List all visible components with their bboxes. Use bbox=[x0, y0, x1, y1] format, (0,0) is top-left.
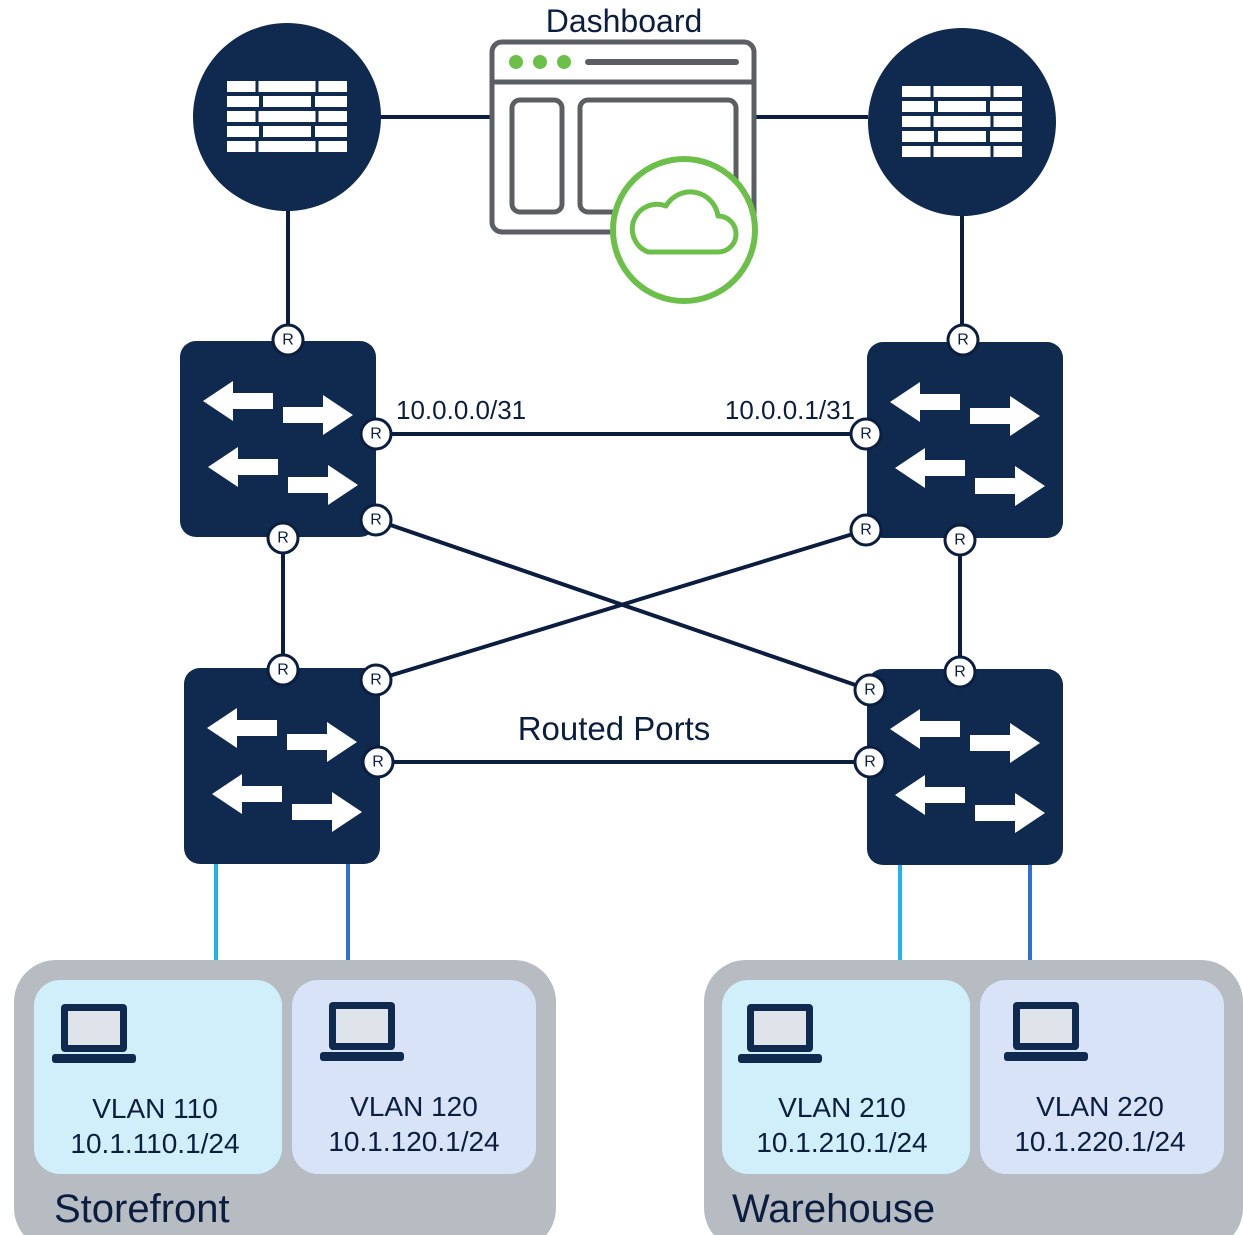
port-marker-label: R bbox=[370, 512, 382, 529]
routed-port-markers: R R R R R R R R R R R R R R bbox=[266, 323, 980, 779]
laptop-icon bbox=[738, 1004, 822, 1063]
wires bbox=[281, 115, 964, 764]
switch-access-right bbox=[867, 669, 1063, 865]
vlan-subnet: 10.1.120.1/24 bbox=[328, 1126, 499, 1157]
vlan-220-box: VLAN 220 10.1.220.1/24 bbox=[980, 980, 1224, 1174]
vlan-210-box: VLAN 210 10.1.210.1/24 bbox=[722, 980, 970, 1174]
core-right-ip-label: 10.0.0.1/31 bbox=[725, 395, 855, 425]
vlan-subnet: 10.1.110.1/24 bbox=[70, 1128, 239, 1159]
vlan-name: VLAN 210 bbox=[778, 1092, 906, 1123]
vlan-subnet: 10.1.220.1/24 bbox=[1014, 1126, 1185, 1157]
port-marker-label: R bbox=[277, 530, 289, 547]
port-marker-label: R bbox=[370, 672, 382, 689]
core-left-ip-label: 10.0.0.0/31 bbox=[396, 395, 526, 425]
firewall-left bbox=[193, 23, 381, 211]
switch-access-left bbox=[184, 668, 380, 864]
port-marker-label: R bbox=[277, 662, 289, 679]
port-marker-label: R bbox=[860, 522, 872, 539]
vlan-110-box: VLAN 110 10.1.110.1/24 bbox=[34, 980, 282, 1174]
warehouse-label: Warehouse bbox=[732, 1187, 935, 1231]
vlan-subnet: 10.1.210.1/24 bbox=[756, 1127, 927, 1158]
port-marker-label: R bbox=[860, 426, 872, 443]
laptop-icon bbox=[1004, 1002, 1088, 1061]
port-marker-label: R bbox=[864, 682, 876, 699]
firewall-right bbox=[868, 28, 1056, 216]
dashboard-label: Dashboard bbox=[546, 3, 703, 39]
laptop-icon bbox=[52, 1004, 136, 1063]
vlan-name: VLAN 110 bbox=[92, 1093, 218, 1124]
port-marker-label: R bbox=[370, 426, 382, 443]
vlan-name: VLAN 220 bbox=[1036, 1091, 1164, 1122]
port-marker-label: R bbox=[372, 754, 384, 771]
port-marker-label: R bbox=[282, 332, 294, 349]
dashboard-icon bbox=[489, 39, 758, 304]
vlan-120-box: VLAN 120 10.1.120.1/24 bbox=[292, 980, 536, 1174]
port-marker-label: R bbox=[957, 332, 969, 349]
site-warehouse: VLAN 210 10.1.210.1/24 VLAN 220 10.1.220… bbox=[704, 960, 1243, 1235]
routed-ports-label: Routed Ports bbox=[518, 710, 711, 747]
switch-core-left bbox=[180, 341, 376, 537]
storefront-label: Storefront bbox=[54, 1187, 230, 1231]
site-storefront: VLAN 110 10.1.110.1/24 VLAN 120 10.1.120… bbox=[14, 960, 556, 1235]
vlan-name: VLAN 120 bbox=[350, 1091, 478, 1122]
port-marker-label: R bbox=[864, 754, 876, 771]
cloud-icon bbox=[629, 189, 739, 255]
port-marker-label: R bbox=[954, 532, 966, 549]
switch-core-right bbox=[867, 342, 1063, 538]
port-marker-label: R bbox=[954, 664, 966, 681]
laptop-icon bbox=[320, 1002, 404, 1061]
